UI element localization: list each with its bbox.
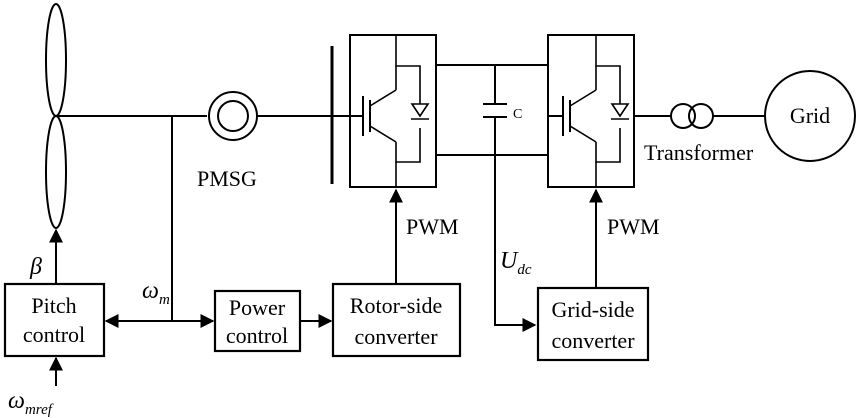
omega-m-label: ωm xyxy=(142,278,170,308)
rotor-side-igbt-module xyxy=(332,34,437,188)
power-control-line2: control xyxy=(226,323,288,348)
udc-label: Udc xyxy=(500,248,532,278)
pmsg-label: PMSG xyxy=(197,166,257,191)
beta-label: β xyxy=(29,254,42,280)
capacitor-label: C xyxy=(513,107,522,122)
grid-side-converter-line1: Grid-side xyxy=(551,297,634,322)
rotor-side-converter-line2: converter xyxy=(354,324,438,349)
pmsg-generator xyxy=(208,91,258,141)
udc-signal xyxy=(494,155,537,332)
pitch-control-line1: Pitch xyxy=(31,293,76,318)
pwm-grid-label: PWM xyxy=(607,214,660,239)
grid-label: Grid xyxy=(790,103,830,128)
pwm-rotor-label: PWM xyxy=(406,214,459,239)
transformer-label: Transformer xyxy=(644,140,754,165)
omega-mref-label: ωmref xyxy=(8,388,54,418)
rotor-side-converter-block xyxy=(331,282,462,358)
power-control-line1: Power xyxy=(229,295,286,320)
rotor-side-converter-line1: Rotor-side xyxy=(350,293,442,318)
dc-link-capacitor xyxy=(483,65,507,155)
transformer xyxy=(670,103,714,129)
grid-circle xyxy=(764,70,856,162)
grid-side-converter-line2: converter xyxy=(551,328,635,353)
grid-side-converter-block xyxy=(536,286,650,362)
pitch-control-line2: control xyxy=(23,322,85,347)
grid-side-igbt-module xyxy=(547,34,635,188)
power-control-block xyxy=(213,289,302,353)
pitch-control-block xyxy=(3,282,106,358)
